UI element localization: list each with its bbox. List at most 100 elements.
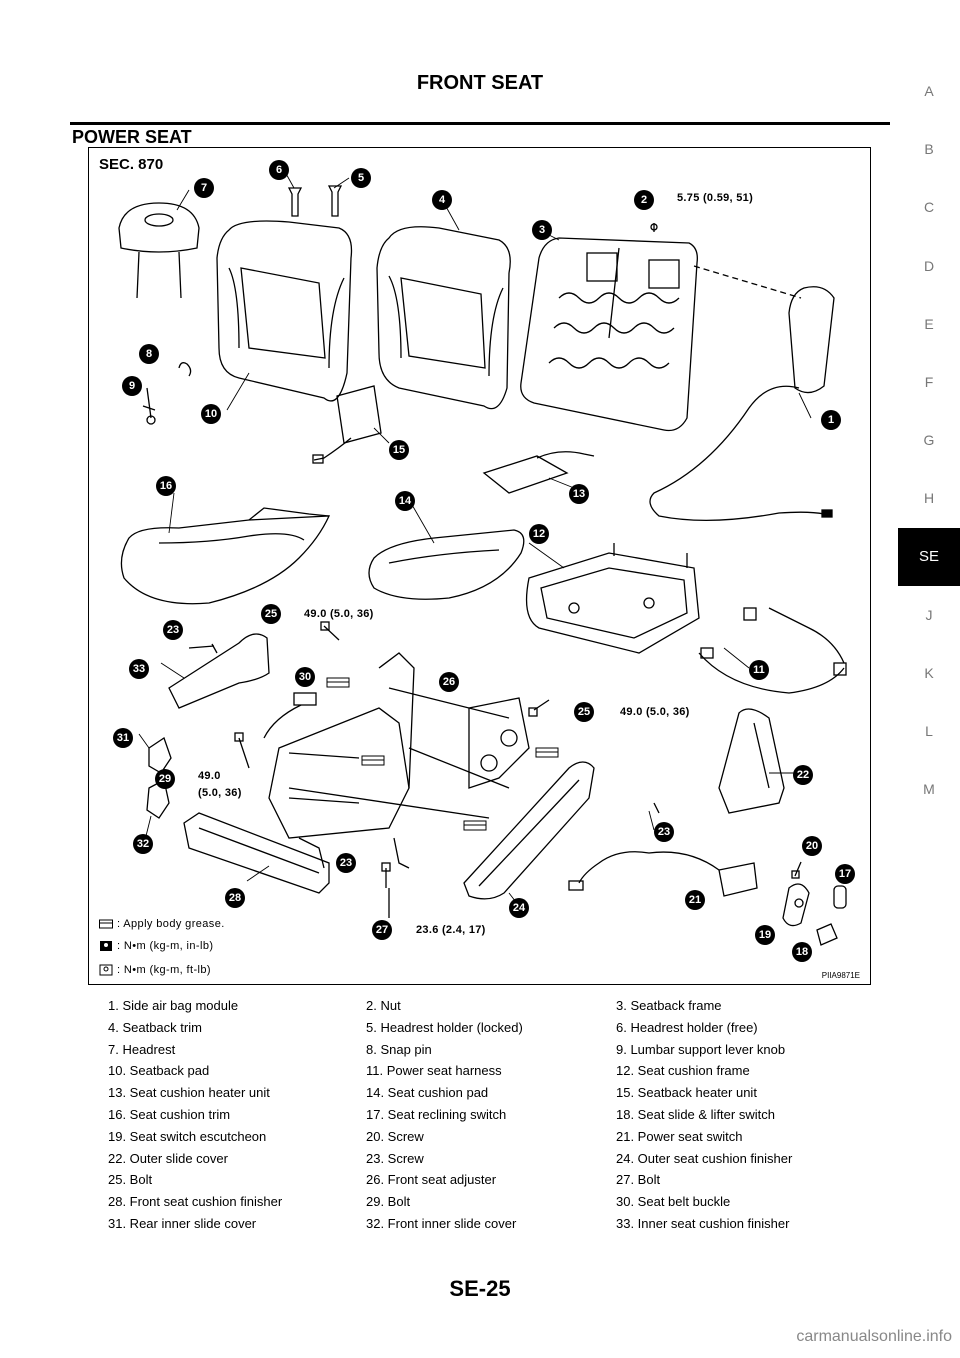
callout-24: 24 bbox=[509, 898, 529, 918]
tab-se-active[interactable]: SE bbox=[898, 527, 960, 586]
tab-b[interactable]: B bbox=[924, 141, 934, 158]
tab-e[interactable]: E bbox=[924, 315, 934, 332]
parts-row: 7. Headrest 8. Snap pin 9. Lumbar suppor… bbox=[108, 1042, 888, 1064]
callout-23-upper: 23 bbox=[163, 620, 183, 640]
sec-label: SEC. 870 bbox=[99, 156, 164, 173]
callout-26: 26 bbox=[439, 672, 459, 692]
part-item: 11. Power seat harness bbox=[366, 1063, 502, 1079]
part-item: 25. Bolt bbox=[108, 1172, 153, 1188]
callout-3: 3 bbox=[532, 220, 552, 240]
part-item: 9. Lumbar support lever knob bbox=[616, 1041, 786, 1057]
part-item: 29. Bolt bbox=[366, 1194, 411, 1210]
callout-1: 1 bbox=[821, 410, 841, 430]
headrest-drawing bbox=[118, 202, 200, 299]
legend-inlb-text: : N•m (kg-m, in-lb) bbox=[117, 940, 214, 952]
seatback-heater-drawing bbox=[312, 385, 382, 464]
seat-belt-buckle-drawing bbox=[263, 692, 317, 739]
seat-illustration bbox=[118, 169, 847, 946]
seatback-pad-drawing bbox=[216, 220, 353, 402]
part-item: 3. Seatback frame bbox=[616, 998, 722, 1013]
part-item: 19. Seat switch escutcheon bbox=[108, 1128, 267, 1144]
part-item: 18. Seat slide & lifter switch bbox=[616, 1106, 775, 1122]
callout-16: 16 bbox=[156, 476, 176, 496]
tab-d[interactable]: D bbox=[923, 257, 935, 274]
grease-icon bbox=[99, 918, 113, 930]
part-item: 21. Power seat switch bbox=[616, 1128, 743, 1144]
tab-k[interactable]: K bbox=[924, 664, 934, 681]
callout-23-lower: 23 bbox=[336, 853, 356, 873]
legend-grease-text: : Apply body grease. bbox=[117, 918, 225, 930]
part-item: 26. Front seat adjuster bbox=[366, 1172, 497, 1188]
parts-row: 25. Bolt 26. Front seat adjuster 27. Bol… bbox=[108, 1172, 888, 1194]
tab-f[interactable]: F bbox=[924, 373, 934, 390]
parts-row: 1. Side air bag module 2. Nut 3. Seatbac… bbox=[108, 998, 888, 1020]
part-item: 17. Seat reclining switch bbox=[366, 1106, 507, 1122]
callout-27: 27 bbox=[372, 920, 392, 940]
page-title: FRONT SEAT bbox=[416, 72, 544, 94]
watermark[interactable]: carmanualsonline.info bbox=[796, 1328, 952, 1345]
tab-a[interactable]: A bbox=[924, 83, 934, 99]
torque-inlb-icon bbox=[99, 940, 113, 952]
part-item: 7. Headrest bbox=[108, 1041, 176, 1057]
part-item: 10. Seatback pad bbox=[108, 1063, 210, 1079]
callout-10: 10 bbox=[201, 404, 221, 424]
exploded-diagram: SEC. 870 1 2 3 4 5 6 7 8 9 10 11 12 13 1… bbox=[88, 147, 871, 985]
seatback-trim-drawing bbox=[376, 226, 511, 410]
parts-row: 31. Rear inner slide cover 32. Front inn… bbox=[108, 1216, 888, 1238]
legend-grease: : Apply body grease. bbox=[99, 918, 225, 930]
tab-c[interactable]: C bbox=[923, 199, 935, 216]
callout-11: 11 bbox=[749, 660, 769, 680]
headrest-holders-drawing bbox=[287, 185, 343, 217]
callout-21: 21 bbox=[685, 890, 705, 910]
side-airbag-drawing bbox=[649, 265, 835, 521]
torque-spec-bolt-27: 23.6 (2.4, 17) bbox=[416, 924, 486, 936]
callout-12: 12 bbox=[529, 524, 549, 544]
callout-15: 15 bbox=[389, 440, 409, 460]
callout-9: 9 bbox=[122, 376, 142, 396]
part-item: 33. Inner seat cushion finisher bbox=[616, 1215, 790, 1231]
tab-g[interactable]: G bbox=[923, 432, 935, 449]
parts-row: 19. Seat switch escutcheon 20. Screw 21.… bbox=[108, 1129, 888, 1151]
section-title: POWER SEAT bbox=[72, 127, 192, 147]
callout-29: 29 bbox=[155, 769, 175, 789]
torque-spec-bolt-29-units: (5.0, 36) bbox=[198, 787, 242, 799]
callout-17: 17 bbox=[835, 864, 855, 884]
parts-row: 4. Seatback trim 5. Headrest holder (loc… bbox=[108, 1020, 888, 1042]
part-item: 5. Headrest holder (locked) bbox=[366, 1019, 523, 1035]
parts-row: 28. Front seat cushion finisher 29. Bolt… bbox=[108, 1194, 888, 1216]
callout-25-right: 25 bbox=[574, 702, 594, 722]
switch-escutcheon-drawing bbox=[782, 883, 847, 946]
tab-l[interactable]: L bbox=[925, 723, 933, 740]
callout-22: 22 bbox=[793, 765, 813, 785]
part-item: 30. Seat belt buckle bbox=[616, 1194, 731, 1210]
legend-inlb: : N•m (kg-m, in-lb) bbox=[99, 940, 213, 952]
tab-j[interactable]: J bbox=[925, 606, 933, 623]
tab-h[interactable]: H bbox=[923, 490, 935, 507]
callout-18: 18 bbox=[792, 942, 812, 962]
callout-2: 2 bbox=[634, 190, 654, 210]
callout-13: 13 bbox=[569, 484, 589, 504]
part-item: 27. Bolt bbox=[616, 1172, 661, 1188]
callout-33: 33 bbox=[129, 659, 149, 679]
figure-code: PIIA9871E bbox=[821, 971, 860, 980]
callout-6: 6 bbox=[269, 160, 289, 180]
callout-28: 28 bbox=[225, 888, 245, 908]
legend-ftlb-text: : N•m (kg-m, ft-lb) bbox=[117, 964, 211, 976]
parts-row: 10. Seatback pad 11. Power seat harness … bbox=[108, 1063, 888, 1085]
power-seat-switch-drawing bbox=[568, 851, 758, 897]
part-item: 31. Rear inner slide cover bbox=[108, 1215, 257, 1231]
cushion-trim-drawing bbox=[120, 507, 331, 605]
cushion-pad-drawing bbox=[368, 529, 525, 600]
legend-ftlb: : N•m (kg-m, ft-lb) bbox=[99, 964, 211, 976]
callout-8: 8 bbox=[139, 344, 159, 364]
grease-markers bbox=[326, 677, 559, 831]
parts-row: 13. Seat cushion heater unit 14. Seat cu… bbox=[108, 1085, 888, 1107]
leader-lines bbox=[138, 169, 812, 907]
power-seat-harness-drawing bbox=[698, 607, 847, 694]
part-item: 14. Seat cushion pad bbox=[366, 1085, 489, 1101]
tab-m[interactable]: M bbox=[923, 781, 935, 798]
callout-5: 5 bbox=[351, 168, 371, 188]
part-item: 20. Screw bbox=[366, 1128, 424, 1144]
section-index-tabs: A B C D E F G H SE J K L M bbox=[898, 62, 960, 818]
part-item: 6. Headrest holder (free) bbox=[616, 1019, 758, 1035]
